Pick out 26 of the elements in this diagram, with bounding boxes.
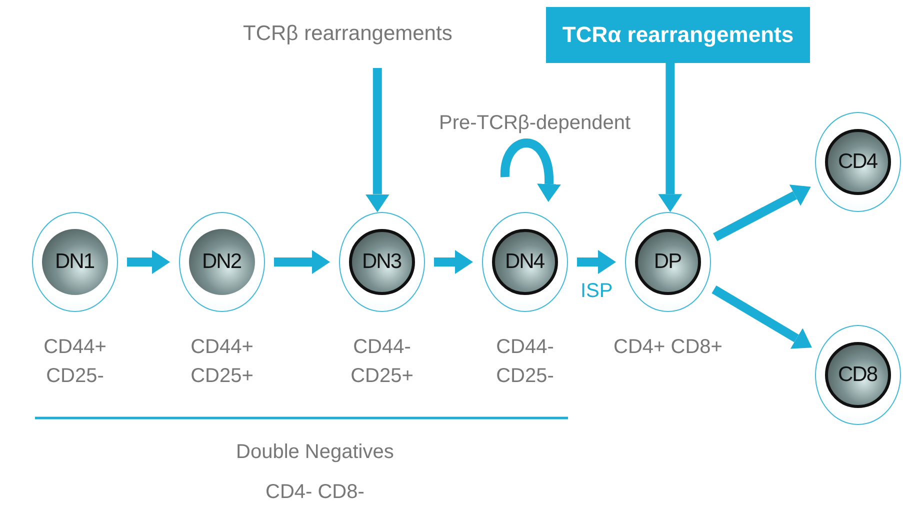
cell-label: DN2 [188, 228, 254, 294]
cell-label: DN1 [42, 228, 108, 294]
title-box: TCRα rearrangements [546, 7, 810, 63]
group-label: Double Negatives [236, 440, 394, 465]
cell-label: DN4 [492, 228, 558, 294]
arrow [434, 250, 473, 274]
cell-label: DN3 [348, 228, 414, 294]
group-label: CD4- CD8- [266, 480, 364, 505]
marker-text: CD4+ CD8+ [612, 335, 724, 360]
cell-label: CD8 [824, 342, 890, 408]
marker-text: CD44+ CD25- [42, 335, 108, 389]
cell-label: CD4 [824, 128, 890, 194]
arrow [712, 286, 812, 349]
marker-text: CD44+ CD25+ [190, 335, 254, 389]
arrow [274, 250, 330, 274]
arrow [500, 138, 561, 202]
arrow [577, 250, 616, 274]
marker-text: CD44- CD25- [495, 335, 555, 389]
edge-label: Pre-TCRβ-dependent [439, 112, 631, 135]
arrow [713, 184, 811, 242]
cell-label: DP [634, 228, 700, 294]
marker-text: CD44- CD25+ [350, 335, 414, 389]
arrow [658, 63, 682, 212]
arrow [127, 250, 170, 274]
arrow [365, 68, 390, 212]
process-text: TCRβ rearrangements [243, 22, 452, 46]
